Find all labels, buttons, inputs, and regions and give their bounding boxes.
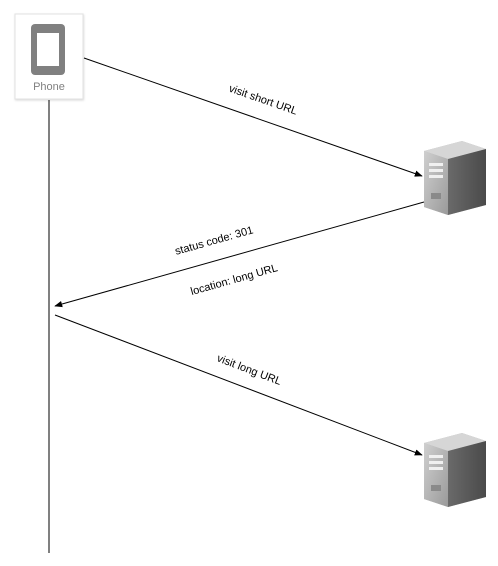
label-visit-short-url: visit short URL bbox=[227, 83, 298, 118]
label-visit-long-url: visit long URL bbox=[215, 352, 283, 387]
server-icon bbox=[424, 433, 486, 507]
server-icon bbox=[424, 141, 486, 215]
phone-label: Phone bbox=[33, 81, 65, 93]
phone-icon bbox=[31, 24, 65, 75]
arrow-visit-short-url bbox=[83, 57, 423, 177]
arrow-visit-long-url bbox=[54, 314, 423, 456]
label-location: location: long URL bbox=[189, 262, 279, 298]
arrow-redirect-response bbox=[54, 201, 425, 308]
phone-actor[interactable]: Phone bbox=[14, 13, 84, 100]
